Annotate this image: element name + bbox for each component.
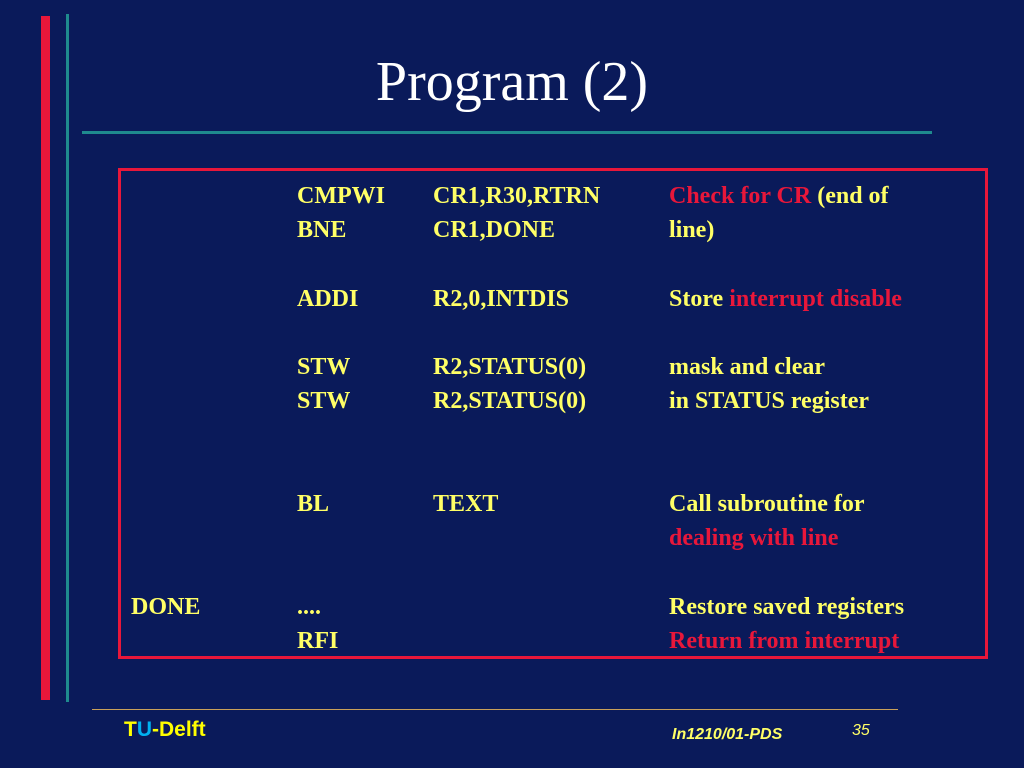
opcode: BNE [297, 217, 347, 243]
operands: R2,0,INTDIS [433, 286, 570, 312]
slide-title: Program (2) [375, 51, 649, 113]
operands: CR1,DONE [433, 217, 556, 243]
comment: line) [669, 217, 715, 243]
comment: Store interrupt disable [669, 282, 902, 316]
tu-delft-logo: TU-Delft [124, 716, 206, 744]
left-teal-rule [66, 14, 69, 702]
operands: TEXT [433, 491, 499, 517]
logo-rest: -Delft [152, 718, 206, 741]
opcode: STW [297, 354, 351, 380]
course-code: In1210/01-PDS [672, 726, 783, 743]
left-red-bar [41, 16, 50, 700]
opcode: STW [297, 388, 351, 414]
page-number: 35 [852, 722, 870, 739]
code-row: STW R2,STATUS(0) in STATUS register [121, 384, 985, 418]
comment-highlight: Check for CR [669, 183, 812, 209]
comment: Restore saved registers [669, 594, 905, 620]
operands: R2,STATUS(0) [433, 354, 587, 380]
comment-highlight: dealing with line [669, 525, 839, 551]
code-row: BL TEXT Call subroutine for [121, 487, 985, 521]
title-underline [82, 131, 932, 134]
comment: Check for CR (end of [669, 179, 889, 213]
code-row: BNE CR1,DONE line) [121, 213, 985, 247]
comment-text: Store [669, 286, 730, 312]
operands: CR1,R30,RTRN [433, 183, 601, 209]
comment-highlight: Return from interrupt [669, 628, 900, 654]
code-row: STW R2,STATUS(0) mask and clear [121, 350, 985, 384]
opcode: .... [297, 594, 321, 620]
code-row: dealing with line [121, 521, 985, 555]
opcode: ADDI [297, 286, 359, 312]
label: DONE [131, 594, 201, 620]
code-row: ADDI R2,0,INTDIS Store interrupt disable [121, 282, 985, 316]
opcode: BL [297, 491, 330, 517]
logo-u: U [136, 718, 152, 741]
comment: mask and clear [669, 354, 825, 380]
comment: Call subroutine for [669, 491, 865, 517]
code-row: CMPWI CR1,R30,RTRN Check for CR (end of [121, 179, 985, 213]
code-row: DONE .... Restore saved registers [121, 590, 985, 624]
logo-t: T [124, 718, 137, 741]
code-row: RFI Return from interrupt [121, 624, 985, 658]
code-listing: CMPWI CR1,R30,RTRN Check for CR (end of … [118, 168, 988, 659]
comment-text: (end of [811, 183, 889, 209]
operands: R2,STATUS(0) [433, 388, 587, 414]
opcode: RFI [297, 628, 339, 654]
opcode: CMPWI [297, 183, 385, 209]
comment: in STATUS register [669, 388, 870, 414]
footer-rule [92, 709, 898, 710]
comment-highlight: interrupt disable [729, 286, 902, 312]
